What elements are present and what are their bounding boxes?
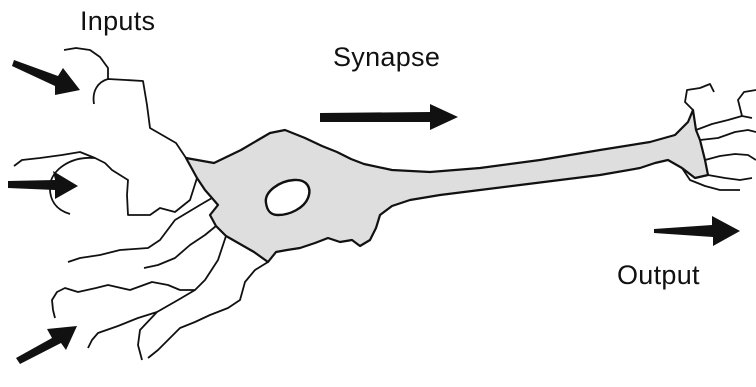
input-arrow-top	[12, 60, 80, 95]
input-arrow-middle	[8, 171, 78, 199]
input-arrow-bottom	[16, 326, 77, 364]
synapse-arrow	[320, 104, 458, 130]
output-label: Output	[617, 262, 700, 289]
output-arrow	[654, 216, 740, 246]
neuron-cell-body	[186, 110, 708, 262]
inputs-label: Inputs	[80, 8, 155, 35]
synapse-label: Synapse	[333, 44, 440, 71]
